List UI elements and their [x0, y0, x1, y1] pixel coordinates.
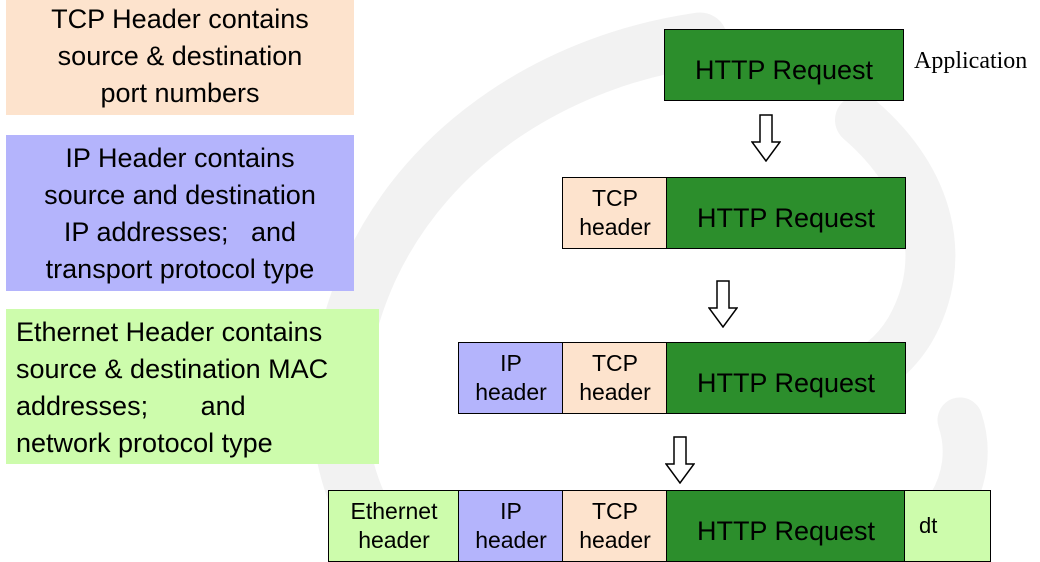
ethernet-trailer-box: dt	[904, 490, 991, 562]
tcp-header-label: header	[579, 214, 651, 240]
ip-header-label: IP	[500, 350, 522, 376]
http-request-box: HTTP Request	[666, 342, 906, 414]
note-line: transport protocol type	[45, 254, 315, 284]
tcp-header-box: TCP header	[562, 490, 668, 562]
note-line: network protocol type	[16, 428, 273, 458]
ethernet-trailer-label: dt	[919, 513, 938, 538]
ethernet-header-label: Ethernet	[350, 498, 438, 524]
ip-header-box: IP header	[458, 490, 564, 562]
hollow-down-arrow-icon	[665, 436, 695, 484]
note-line: TCP Header contains	[51, 4, 309, 34]
tcp-header-label: TCP	[592, 350, 638, 376]
note-line: Ethernet Header contains	[16, 317, 323, 347]
note-line: source and destination	[44, 180, 316, 210]
tcp-header-label: TCP	[592, 185, 638, 211]
note-line: source & destination MAC	[16, 354, 329, 384]
ip-header-label: IP	[500, 498, 522, 524]
note-line: IP addresses; and	[63, 217, 297, 247]
http-request-label: HTTP Request	[696, 367, 876, 398]
tcp-header-label: header	[579, 527, 651, 553]
http-request-box: HTTP Request	[666, 490, 906, 562]
tcp-header-label: TCP	[592, 498, 638, 524]
http-request-label: HTTP Request	[694, 54, 874, 85]
note-line: addresses; and	[16, 391, 246, 421]
tcp-header-box: TCP header	[562, 177, 668, 249]
ethernet-header-label: header	[358, 527, 430, 553]
http-request-label: HTTP Request	[696, 515, 876, 546]
http-request-box: HTTP Request	[664, 29, 904, 101]
ip-header-box: IP header	[458, 342, 564, 414]
note-line: IP Header contains	[65, 143, 295, 173]
note-line: source & destination	[57, 41, 303, 71]
http-request-box: HTTP Request	[666, 177, 906, 249]
http-request-label: HTTP Request	[696, 202, 876, 233]
ethernet-header-box: Ethernet header	[328, 490, 460, 562]
hollow-down-arrow-icon	[751, 114, 781, 162]
ip-header-note: IP Header contains source and destinatio…	[6, 135, 354, 291]
hollow-down-arrow-icon	[708, 280, 738, 328]
tcp-header-box: TCP header	[562, 342, 668, 414]
tcp-header-note: TCP Header contains source & destination…	[6, 0, 354, 115]
ethernet-header-note: Ethernet Header contains source & destin…	[6, 309, 379, 464]
note-line: port numbers	[100, 78, 260, 108]
application-layer-label: Application	[914, 48, 1028, 74]
ip-header-label: header	[475, 527, 547, 553]
ip-header-label: header	[475, 379, 547, 405]
tcp-header-label: header	[579, 379, 651, 405]
